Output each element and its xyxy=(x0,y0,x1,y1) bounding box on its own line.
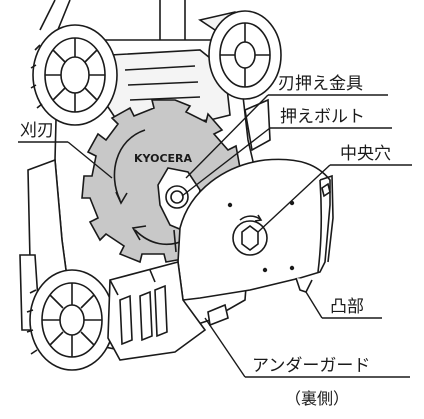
label-blade: 刈刃 xyxy=(20,121,54,141)
leader-lines xyxy=(18,94,412,378)
leader-protrusion xyxy=(305,291,323,319)
under-guard xyxy=(177,158,334,301)
lower-base xyxy=(107,260,229,361)
presser-bolt-head xyxy=(170,190,184,204)
leader-presser-bolt xyxy=(181,127,271,197)
mower-body xyxy=(19,0,271,351)
top-left-wheel xyxy=(30,24,118,126)
leader-blade xyxy=(67,141,113,179)
label-center-hole: 中央穴 xyxy=(340,144,391,164)
label-blade-holder: 刃押え金具 xyxy=(278,74,363,94)
protrusion xyxy=(295,277,313,293)
bottom-left-wheel xyxy=(26,269,115,371)
label-under-guard-note: （裏側） xyxy=(285,389,349,408)
label-protrusion: 凸部 xyxy=(330,297,364,317)
top-right-wheel xyxy=(208,10,282,100)
brand-logo: KYOCERA xyxy=(134,152,193,165)
label-under-guard: アンダーガード xyxy=(252,356,370,376)
leader-blade-holder xyxy=(185,94,269,179)
leader-under-guard xyxy=(204,317,246,378)
leader-center-hole xyxy=(257,164,331,233)
label-presser-bolt: 押えボルト xyxy=(280,107,365,127)
